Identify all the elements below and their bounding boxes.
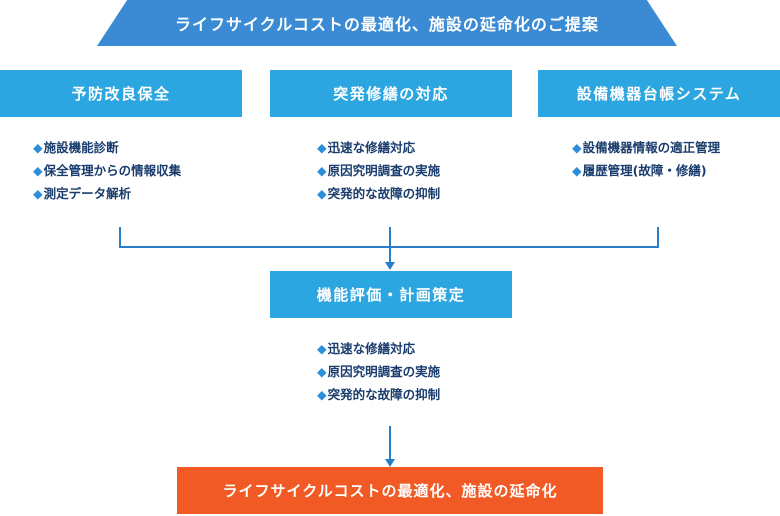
connector-right (657, 227, 659, 248)
box-equipment-ledger: 設備機器台帳システム (538, 70, 780, 117)
bullet-diamond-icon: ◆ (317, 186, 327, 201)
box-label: 予防改良保全 (71, 85, 171, 103)
connector-center (389, 227, 391, 263)
list-item: ◆設備機器情報の適正管理 (572, 140, 721, 155)
bullet-diamond-icon: ◆ (572, 163, 582, 178)
box-label: 設備機器台帳システム (576, 85, 742, 103)
connector-final (389, 426, 391, 460)
list-item: ◆施設機能診断 (33, 140, 119, 155)
arrow-down-icon (385, 262, 395, 270)
proposal-banner-title: ライフサイクルコストの最適化、施設の延命化のご提案 (175, 15, 599, 34)
bullet-diamond-icon: ◆ (317, 163, 327, 178)
box-label: 機能評価・計画策定 (316, 286, 466, 304)
box-preventive-maintenance: 予防改良保全 (0, 70, 242, 117)
list-item: ◆測定データ解析 (33, 186, 132, 201)
list-evaluation-planning: ◆迅速な修繕対応 ◆原因究明調査の実施 ◆突発的な故障の抑制 (317, 337, 440, 406)
list-item: ◆原因究明調査の実施 (317, 163, 441, 178)
bullet-diamond-icon: ◆ (572, 140, 582, 155)
list-item: ◆迅速な修繕対応 (317, 140, 416, 155)
bullet-diamond-icon: ◆ (33, 140, 43, 155)
box-label: 突発修繕の対応 (333, 85, 449, 103)
bullet-diamond-icon: ◆ (317, 364, 327, 379)
bullet-diamond-icon: ◆ (317, 140, 327, 155)
list-item: ◆保全管理からの情報収集 (33, 163, 182, 178)
list-emergency-repair: ◆迅速な修繕対応 ◆原因究明調査の実施 ◆突発的な故障の抑制 (317, 136, 440, 205)
list-item: ◆突発的な故障の抑制 (317, 186, 441, 201)
box-label: ライフサイクルコストの最適化、施設の延命化 (222, 482, 558, 500)
list-preventive-maintenance: ◆施設機能診断 ◆保全管理からの情報収集 ◆測定データ解析 (33, 136, 181, 205)
arrow-down-icon (385, 459, 395, 467)
list-item: ◆原因究明調査の実施 (317, 364, 441, 379)
bullet-diamond-icon: ◆ (317, 387, 327, 402)
box-lifecycle-result: ライフサイクルコストの最適化、施設の延命化 (177, 467, 603, 514)
box-evaluation-planning: 機能評価・計画策定 (270, 271, 512, 318)
list-item: ◆迅速な修繕対応 (317, 341, 416, 356)
connector-left (119, 227, 121, 248)
proposal-banner: ライフサイクルコストの最適化、施設の延命化のご提案 (97, 0, 677, 46)
bullet-diamond-icon: ◆ (33, 163, 43, 178)
list-equipment-ledger: ◆設備機器情報の適正管理 ◆履歴管理(故障・修繕) (572, 136, 720, 182)
bullet-diamond-icon: ◆ (317, 341, 327, 356)
box-emergency-repair: 突発修繕の対応 (270, 70, 512, 117)
bullet-diamond-icon: ◆ (33, 186, 43, 201)
list-item: ◆履歴管理(故障・修繕) (572, 163, 707, 178)
list-item: ◆突発的な故障の抑制 (317, 387, 441, 402)
